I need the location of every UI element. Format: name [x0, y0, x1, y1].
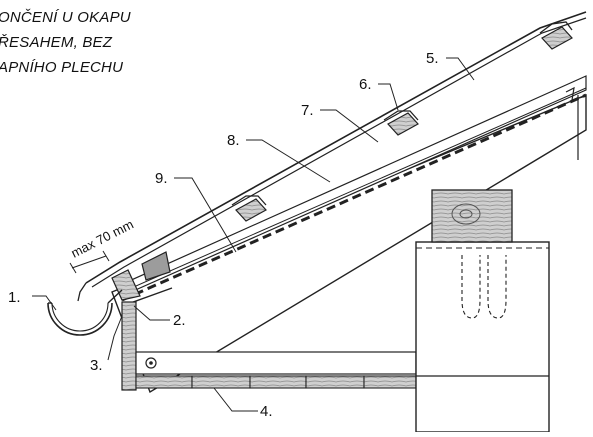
callout-1: 1. [8, 289, 21, 306]
callout-4: 4. [260, 403, 273, 420]
callout-labels: 1. 2. 3. 4. 5. 6. 7. 8. 9. [8, 50, 439, 420]
soffit-boards [135, 375, 417, 389]
drawing-title: ONČENÍ U OKAPU ŘESAHEM, BEZ APNÍHO PLECH… [0, 9, 131, 76]
callout-9: 9. [155, 170, 168, 187]
dimension-label: max 70 mm [69, 216, 136, 260]
wall-plate [431, 189, 513, 243]
callout-7: 7. [301, 102, 314, 119]
break-lines [565, 86, 587, 101]
wall [415, 241, 550, 433]
fascia-board [121, 301, 137, 391]
title-line-1: ONČENÍ U OKAPU [0, 9, 131, 26]
gutter [47, 282, 123, 336]
dimension-note: max 70 mm [69, 216, 136, 274]
wall-anchors [461, 255, 507, 319]
callout-3: 3. [90, 357, 103, 374]
callout-8: 8. [227, 132, 240, 149]
callout-5: 5. [426, 50, 439, 67]
soffit-support-beam [135, 351, 417, 375]
title-line-3: APNÍHO PLECHU [0, 59, 123, 76]
roof-battens [235, 26, 573, 222]
title-line-2: ŘESAHEM, BEZ [0, 34, 113, 51]
roof-underlay-layers [117, 75, 587, 302]
callout-leaders [32, 57, 475, 412]
roofing-sheet [85, 11, 587, 288]
callout-6: 6. [359, 76, 372, 93]
callout-2: 2. [173, 312, 186, 329]
